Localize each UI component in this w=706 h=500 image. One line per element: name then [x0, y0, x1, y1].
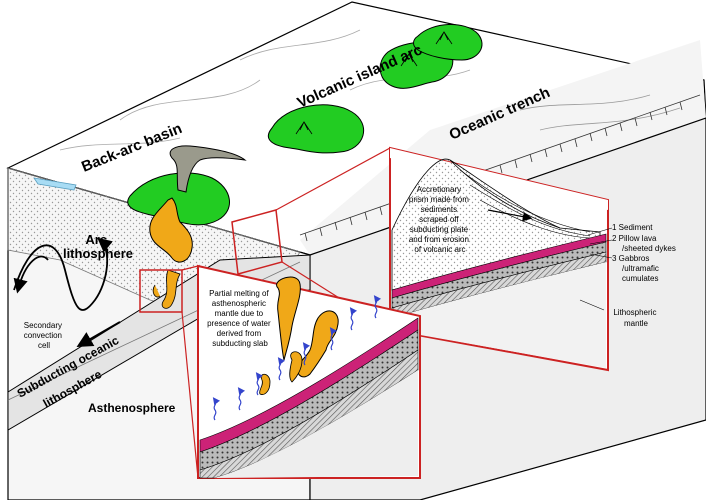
accretionary-note: Accretionary prism made from sediments s… [409, 185, 471, 254]
volcano-island-3 [413, 23, 483, 61]
crust-layer-label: cumulates [622, 274, 658, 283]
partial-melting-line: Partial melting of [209, 289, 269, 298]
convection-cell-arrow [13, 237, 113, 311]
crust-layer-label: /ultramafic [622, 264, 659, 273]
magma-chamber [149, 197, 193, 263]
accretionary-note-line: scraped off [419, 215, 459, 224]
subduction-arrow [76, 321, 121, 347]
water-arrows [212, 295, 382, 421]
inset-marker-melting [139, 269, 183, 313]
accretionary-note-line: of volcanic arc [414, 245, 465, 254]
label-arc-lithosphere: Arc lithosphere [63, 232, 133, 261]
crust-layer-label: 2 Pillow lava [612, 234, 657, 243]
label-secondary-convection: Secondary convection cell [24, 321, 64, 350]
accretionary-note-line: subducting plate [410, 225, 469, 234]
accretionary-note-line: and from erosion [409, 235, 469, 244]
crust-layer-label: 3 Gabbros [612, 254, 649, 263]
back-arc-water [33, 177, 77, 191]
inset-partial-melting [197, 264, 421, 479]
partial-melting-note: Partial melting of asthenospheric mantle… [207, 289, 273, 348]
oceanic-crust-layers: 1 Sediment 2 Pillow lava /sheeted dykes … [612, 223, 678, 283]
crust-layer-label: 1 Sediment [612, 223, 653, 232]
partial-melting-line: mantle due to [215, 309, 264, 318]
partial-melting-line: subducting slab [212, 339, 268, 348]
accretionary-note-line: sediments [421, 205, 457, 214]
accretionary-note-line: Accretionary [417, 185, 461, 194]
lithospheric-mantle-label: Lithospheric mantle [613, 308, 658, 328]
partial-melting-line: presence of water [207, 319, 271, 328]
partial-melting-line: asthenospheric [212, 299, 266, 308]
label-asthenosphere: Asthenosphere [88, 401, 176, 415]
partial-melting-line: derived from [217, 329, 262, 338]
inset-accretionary-prism [389, 146, 613, 372]
volcano-island-1 [267, 104, 364, 154]
ash-plume [169, 145, 247, 193]
crust-layer-label: /sheeted dykes [622, 244, 676, 253]
accretionary-note-line: prism made from [409, 195, 469, 204]
